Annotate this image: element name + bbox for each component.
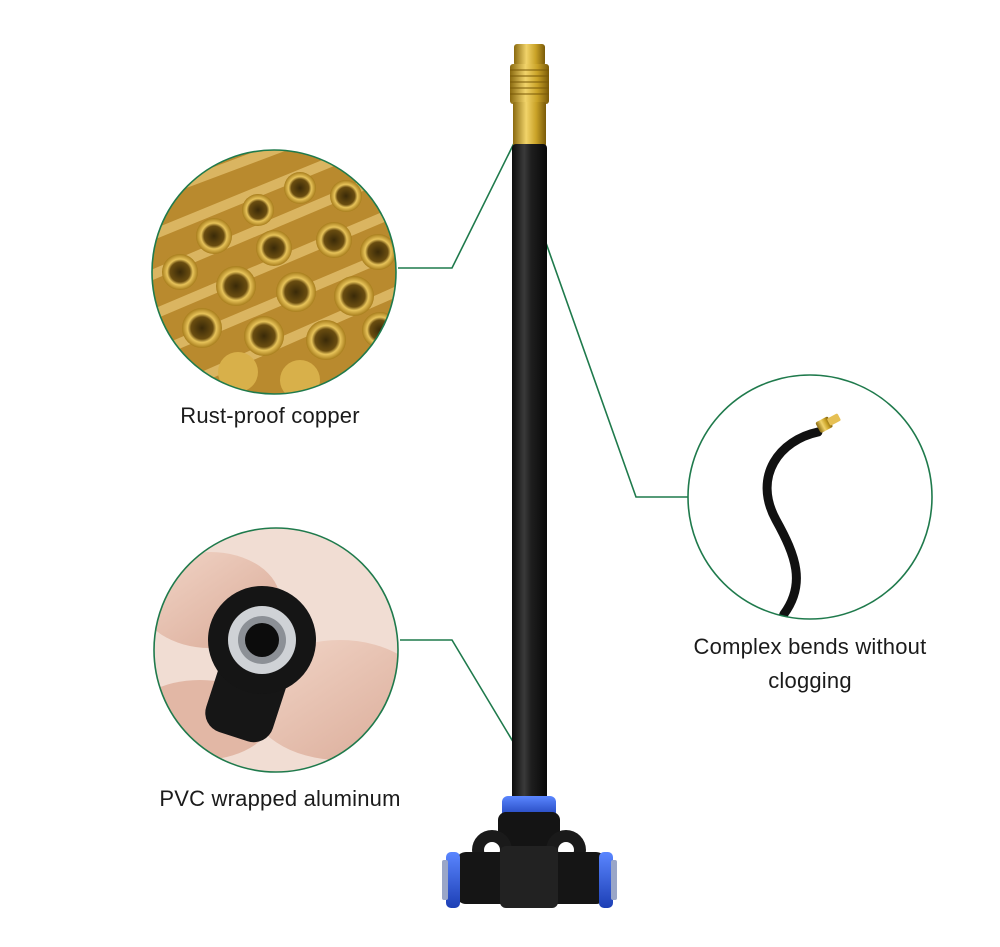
callout-line-bends (539, 225, 688, 498)
bends-callout-label: Complex bends without clogging (660, 630, 960, 698)
brass-nozzle (510, 44, 549, 146)
tee-fitting (442, 796, 617, 908)
mist-tube (442, 44, 617, 908)
callout-line-pvc (400, 639, 531, 771)
pvc-callout-label: PVC wrapped aluminum (159, 786, 401, 811)
bends-callout-line2: clogging (768, 668, 852, 693)
copper-pipes-photo (151, 149, 397, 395)
flexible-hose-photo (687, 374, 933, 620)
callout-line-copper (398, 112, 530, 269)
bends-callout-line1: Complex bends without (693, 634, 927, 659)
copper-callout-label: Rust-proof copper (180, 403, 360, 428)
callout-lines (398, 112, 688, 771)
pvc-cross-section-photo (153, 527, 399, 773)
black-tube (512, 144, 547, 814)
